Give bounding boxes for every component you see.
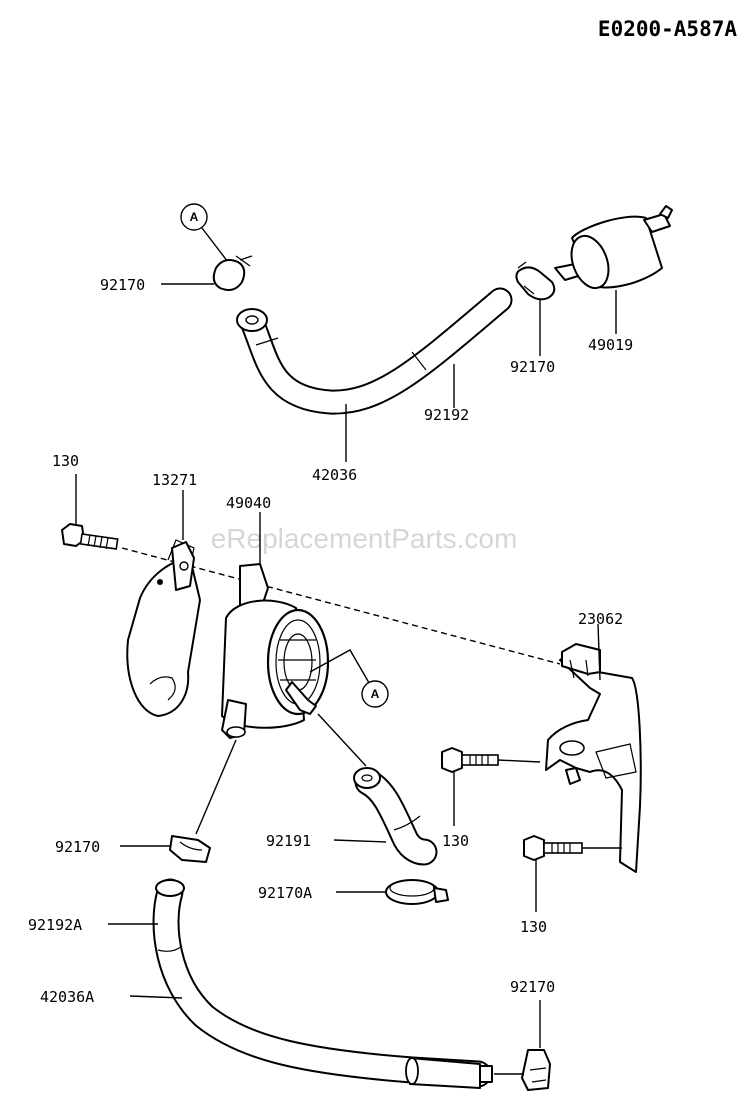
clamp-lower-left bbox=[120, 739, 237, 863]
label-bracket-23062: 23062 bbox=[578, 610, 623, 628]
label-bolt-bracket-upper: 130 bbox=[442, 832, 469, 850]
label-fuel-filter: 49019 bbox=[588, 336, 633, 354]
clamp-top-left bbox=[161, 255, 253, 291]
label-clamp-bottom-right: 92170 bbox=[510, 978, 555, 996]
clamp-92170a bbox=[336, 879, 449, 905]
fuel-pump bbox=[221, 512, 330, 739]
diagram-code: E0200-A587A bbox=[598, 17, 737, 41]
clamp-bottom-right bbox=[494, 1000, 551, 1091]
label-clamp-top-left: 92170 bbox=[100, 276, 145, 294]
label-bolt-upper-left: 130 bbox=[52, 452, 79, 470]
bolt-upper-left bbox=[61, 474, 119, 550]
bracket-13271 bbox=[126, 490, 201, 717]
callout-a-top: A bbox=[180, 203, 229, 263]
label-bolt-bracket-lower: 130 bbox=[520, 918, 547, 936]
clamp-top-right bbox=[515, 261, 556, 356]
hose-elbow bbox=[317, 713, 438, 866]
watermark: eReplacementParts.com bbox=[211, 523, 518, 554]
hose-top bbox=[236, 287, 513, 462]
svg-text:A: A bbox=[190, 210, 199, 224]
callout-a-middle: A bbox=[309, 649, 389, 708]
label-bracket-13271: 13271 bbox=[152, 471, 197, 489]
fuel-filter bbox=[554, 205, 673, 334]
svg-text:A: A bbox=[371, 687, 380, 701]
bolt-bracket-lower bbox=[523, 835, 622, 912]
label-clamp-92170a: 92170A bbox=[258, 884, 312, 902]
label-clamp-lower-left: 92170 bbox=[55, 838, 100, 856]
label-hose-92192a: 92192A bbox=[28, 916, 82, 934]
label-hose-42036a: 42036A bbox=[40, 988, 94, 1006]
label-hose-long-top: 42036 bbox=[312, 466, 357, 484]
label-hose-elbow: 92191 bbox=[266, 832, 311, 850]
label-clamp-top-right: 92170 bbox=[510, 358, 555, 376]
hose-bottom bbox=[108, 878, 493, 1089]
bolt-bracket-upper bbox=[441, 747, 541, 826]
bracket-23062 bbox=[545, 623, 642, 873]
label-fuel-pump: 49040 bbox=[226, 494, 271, 512]
label-hose-short-top: 92192 bbox=[424, 406, 469, 424]
alignment-line bbox=[121, 547, 561, 665]
